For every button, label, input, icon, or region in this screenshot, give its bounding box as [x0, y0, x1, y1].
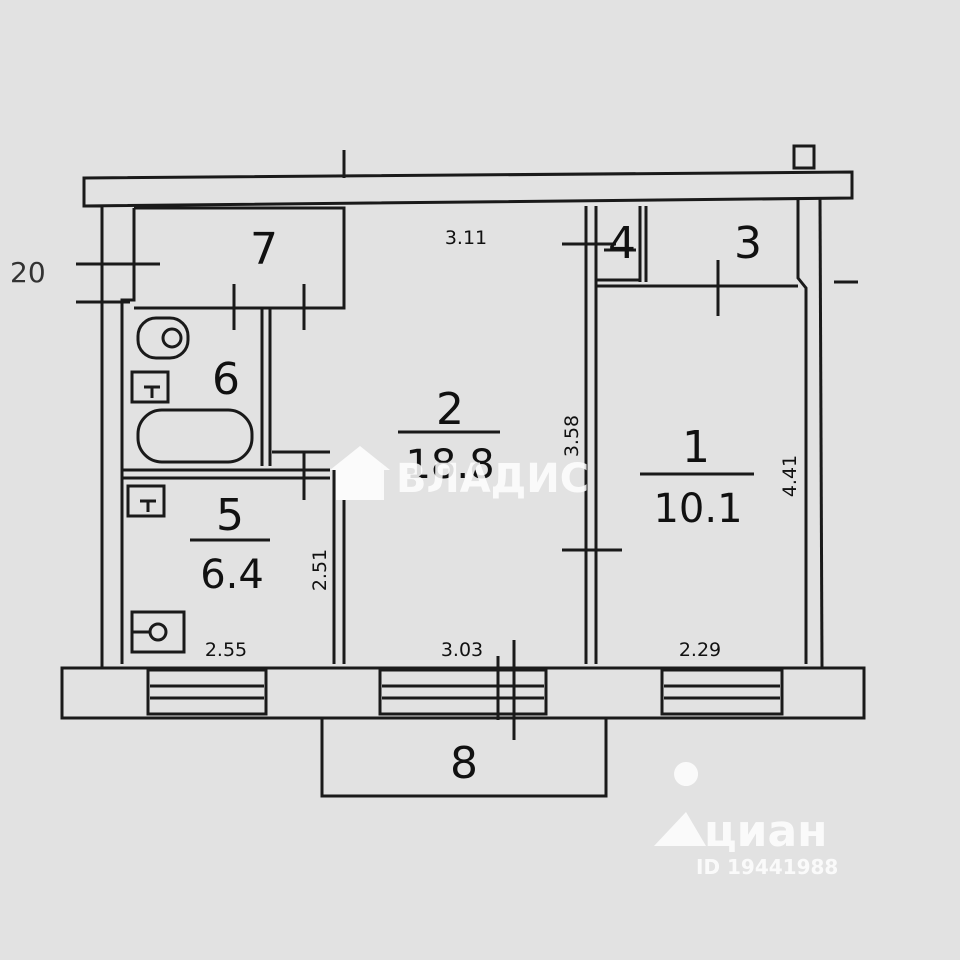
- room-5-area: 6.4: [200, 552, 264, 598]
- sink-5: [126, 484, 166, 518]
- bathtub: [136, 408, 254, 464]
- bottom-wall: [60, 666, 866, 720]
- house-icon: [330, 446, 390, 500]
- room-5-number: 5: [216, 490, 244, 541]
- dim-room1-height: 4.41: [779, 455, 801, 497]
- vladis-watermark-text: ВЛАДИС: [396, 456, 589, 502]
- right-wall-inner: [796, 198, 808, 664]
- top-wall: [82, 170, 854, 208]
- dim-room2-width: 3.03: [441, 639, 483, 661]
- room-2-area: 18.8: [405, 442, 494, 488]
- dim-room1-width: 2.29: [679, 639, 721, 661]
- room-4-number: 4: [608, 218, 636, 269]
- room-6-number: 6: [212, 354, 240, 405]
- cian-watermark-text: циан: [704, 806, 828, 857]
- sink-6: [130, 370, 170, 404]
- cian-watermark: циан ID 19441988: [654, 762, 838, 879]
- right-wall: [818, 197, 824, 669]
- window-room1: [660, 668, 784, 716]
- dim-room5-height: 2.51: [309, 549, 331, 591]
- room-1-area: 10.1: [653, 486, 742, 532]
- dim-top-room2: 3.11: [445, 227, 487, 249]
- cian-id-text: ID 19441988: [696, 855, 838, 879]
- balcony: [320, 716, 608, 798]
- left-wall-inner: [120, 208, 136, 664]
- window-room5: [146, 668, 268, 716]
- window-room2: [378, 668, 548, 716]
- toilet: [136, 316, 190, 360]
- dim-left-marker: 20: [10, 256, 46, 289]
- left-wall: [84, 204, 104, 668]
- room-8-number: 8: [450, 738, 478, 789]
- room7-outline: [134, 206, 346, 310]
- room-2-number: 2: [436, 384, 464, 435]
- dim-room5-width: 2.55: [205, 639, 247, 661]
- dim-room2-height: 3.58: [561, 415, 583, 457]
- room-1-number: 1: [682, 422, 710, 473]
- room-3-number: 3: [734, 218, 762, 269]
- room-7-number: 7: [250, 224, 278, 275]
- location-pin-icon: [654, 762, 706, 846]
- vladis-watermark: ВЛАДИС: [330, 446, 589, 502]
